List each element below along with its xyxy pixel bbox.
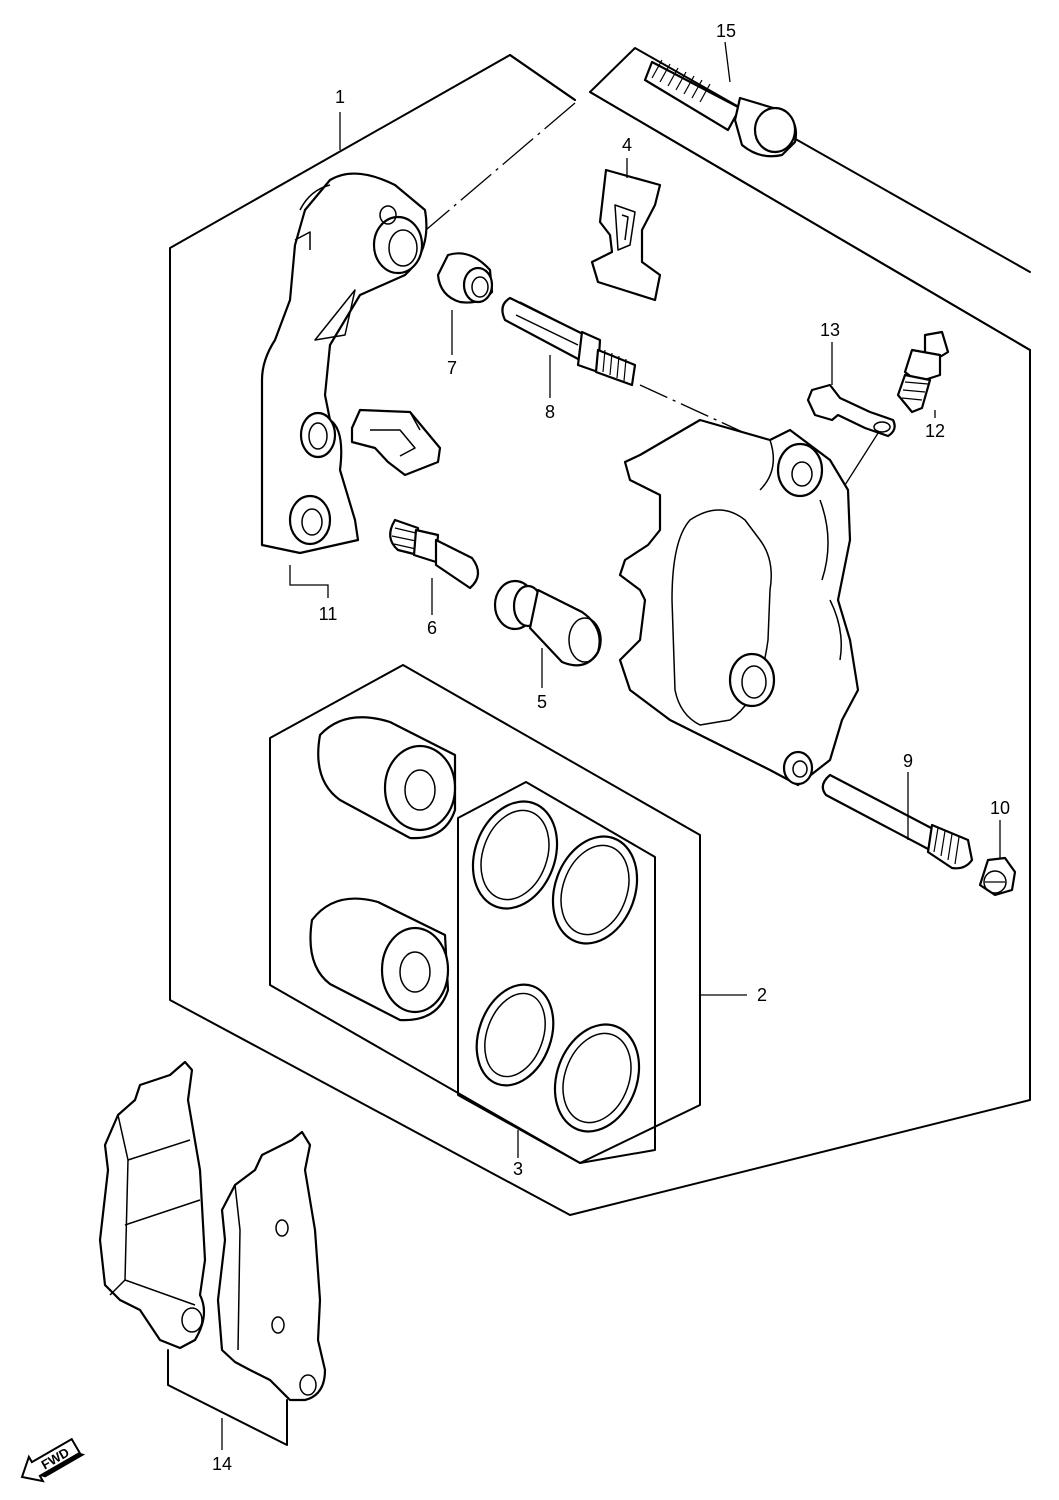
leader-lines [221,41,1001,1450]
bolt-part-15 [643,59,798,158]
callout-9: 9 [903,751,913,771]
callout-2: 2 [757,985,767,1005]
callout-11: 11 [319,604,338,624]
slide-pin-part-8 [501,296,637,387]
piston-upper [317,716,457,840]
cap-part-10 [978,856,1017,897]
brake-pad-right [216,1130,327,1402]
callout-6: 6 [427,618,437,638]
seal-rings [471,800,641,1133]
callout-4: 4 [622,135,632,155]
brake-pad-left [98,1060,207,1350]
piston-lower [309,897,450,1022]
callout-labels: 1 2 3 4 5 6 7 8 9 10 11 12 13 14 15 [212,21,1010,1474]
callout-12: 12 [925,421,945,441]
pad-group-bracket [167,1349,288,1446]
callout-8: 8 [545,402,555,422]
callout-3: 3 [513,1159,523,1179]
caliper-body [618,418,860,787]
callout-10: 10 [990,798,1010,818]
callout-1: 1 [335,87,345,107]
piston-group-outline [269,664,701,1164]
pin-part-6 [389,518,480,590]
assembly-outline [169,47,1031,1216]
callout-7: 7 [447,358,457,378]
callout-15: 15 [716,21,736,41]
pad-retainer-part-11 [350,408,442,477]
callout-5: 5 [537,692,547,712]
callout-14: 14 [212,1454,232,1474]
bleeder-valve-part-12 [896,330,950,414]
pad-spring-part-4 [590,168,662,302]
seal-group-outline [457,781,656,1164]
sleeve-part-5 [493,579,602,667]
bleeder-cap-part-13 [806,383,896,438]
caliper-bracket-part-1 [260,172,428,555]
boot-part-7 [436,252,494,304]
fwd-arrow-icon: FWD [20,1437,86,1483]
callout-13: 13 [820,320,840,340]
pin-part-9 [821,773,974,870]
